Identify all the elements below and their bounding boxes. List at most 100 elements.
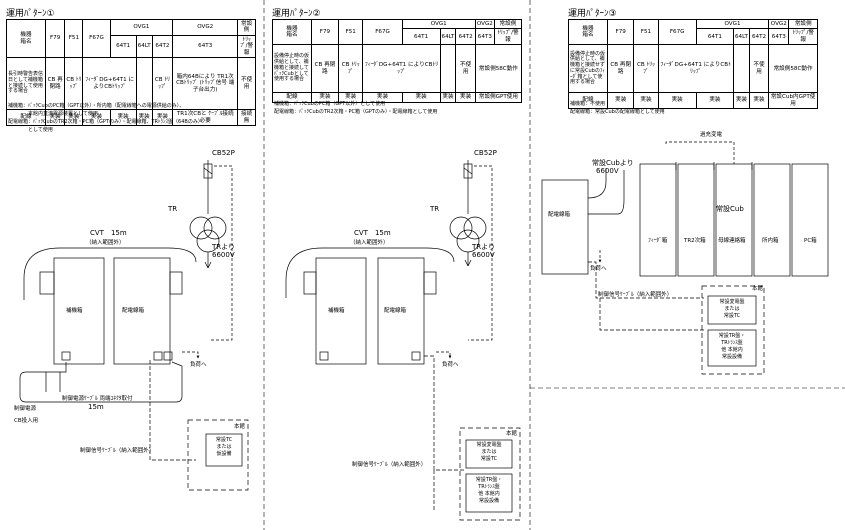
p1-h-f67g: F67G	[82, 18, 111, 59]
cub-panel-2	[677, 163, 715, 277]
dest-box-2b	[465, 473, 513, 513]
p1-f-label: 配線	[6, 109, 46, 126]
p1-c-f51: CB ﾄﾘｯﾌﾟ	[64, 57, 84, 111]
p1-cvt-sub: （納入範囲外）	[86, 240, 125, 246]
p3-h-jousetsu: 常設側	[788, 18, 818, 30]
p2-tr-label: TR	[430, 205, 440, 213]
p3-honkan: 本館	[752, 286, 764, 292]
p1-note-1: 本館内直流電源装置として使用	[8, 111, 98, 117]
p3-dest1-line0: 常設変電盤	[719, 299, 745, 305]
p2-box-right: 配電線箱	[384, 308, 407, 314]
p3-dest1: 常設変電盤 または 常設TC	[708, 299, 756, 320]
p1-tr-from: TRより	[212, 243, 235, 251]
p2-dest1-line0: 常設変電盤	[476, 442, 502, 448]
p3-f-64lt: 実装	[732, 92, 750, 110]
p3-dest2-line0: 常設TR盤・	[718, 333, 746, 339]
p1-ctrl-cable: 制御電源ｹｰﾌﾞﾙ 両端ｺﾈｸﾀ取付	[62, 396, 133, 402]
p3-panel-1: TR2次箱	[684, 238, 706, 244]
p3-f-rest: 常設Cub内GPT使用	[768, 92, 818, 110]
p2-c-f51: CB ﾄﾘｯﾌﾟ	[337, 44, 364, 94]
p2-dest1-line2: 常設TC	[480, 456, 498, 462]
cub-panel-5	[791, 163, 829, 277]
honkan-frame-2	[459, 427, 521, 521]
p3-note-0: 補機箱：不使用	[570, 101, 606, 107]
p3-panel-4: PC箱	[804, 238, 817, 244]
pattern2-table: 機器箱名 F79 F51 F67G OVG1 OVG2 常設側 64T1 64L…	[272, 18, 523, 103]
p1-dest1-line0: 常設TC	[215, 437, 233, 443]
p3-f-64t2: 実装	[748, 92, 770, 110]
p1-voltage: 6600V	[212, 251, 235, 259]
p2-signal-cable: 制御信号ｹｰﾌﾞﾙ（納入範囲外）	[352, 462, 427, 468]
dest-box-1	[205, 433, 243, 467]
p3-c-ovg1: ﾌｨｰﾀﾞDG+64T1 によりCBﾄﾘｯﾌﾟ	[657, 44, 734, 94]
pattern1-title-text: 運用ﾊﾟﾀｰﾝ①	[6, 9, 55, 20]
pattern3-table: 機器箱名 F79 F51 F67G OVG1 OVG2 常設側 64T1 64L…	[568, 18, 818, 110]
p1-h-jousetsu: 常設側	[237, 19, 256, 36]
p3-to-load: 負荷へ	[590, 266, 607, 272]
p2-dest2: 常設TR盤・ TRﾄﾗﾝｽ盤 他 本館内 常設設備	[466, 477, 512, 505]
p3-h-64t3: 64T3	[768, 28, 790, 46]
pattern1-table: 機器箱名 F79 F51 F67G OVG1 OVG2 常設側 64T1 64L…	[6, 18, 256, 126]
pattern2-diagram	[285, 160, 521, 521]
cub-panel-3	[715, 163, 753, 277]
cub-panel-1	[639, 163, 677, 277]
p1-dest1-line2: 仮設備	[216, 451, 232, 457]
p2-h-ovg2: OVG2	[474, 18, 495, 30]
dist-box	[113, 257, 171, 365]
p2-dest2-line2: 他 本館内	[478, 491, 500, 497]
p2-to-load: 負荷へ	[442, 362, 459, 368]
p1-honkan: 本館	[234, 424, 246, 430]
p1-h-f79: F79	[44, 18, 66, 59]
p2-f-64t2: 実装	[455, 92, 476, 103]
p2-c-64lt-empty	[439, 44, 457, 94]
p2-h-sep: ﾄﾘｯﾌﾟ/警報	[493, 28, 523, 46]
p3-c-rest: 常設側58C動作	[768, 44, 818, 94]
p3-h-ovg1: OVG1	[695, 18, 770, 30]
p1-f-64t1: 実装	[109, 109, 137, 126]
p1-corner: 機器箱名	[6, 18, 46, 59]
p3-panel-0: ﾌｨｰﾀﾞ箱	[648, 238, 668, 244]
p3-desc: 設備停止時の仮供給として、補機箱と接続せずに常設Cubのﾌｨｰﾀﾞ箱として使用す…	[568, 44, 608, 94]
p1-h-64t1: 64T1	[109, 34, 137, 59]
p2-cvt-sub: （納入範囲外）	[350, 240, 389, 246]
p3-jousetsu-cub: 常設Cub	[716, 205, 744, 213]
transformer-symbol	[189, 216, 213, 240]
p2-cb52p-label: CB52P	[474, 149, 497, 157]
p1-h-64t3: 64T3	[172, 34, 239, 59]
aux-box-2	[315, 257, 367, 365]
p1-f-64t3: TR1次CBと ｹｰﾌﾞﾙ接続必要	[172, 109, 239, 126]
dist-box-2	[377, 257, 425, 365]
p2-c-rest: 常設側58C動作	[474, 44, 523, 94]
p3-note-1: 配電線箱：常設Cubの配電線箱として使用	[570, 109, 665, 115]
p3-h-64lt: 64LT	[732, 28, 750, 46]
p2-dest1: 常設変電盤 または 常設TC	[466, 442, 512, 463]
p2-h-64t2: 64T2	[455, 28, 476, 46]
p2-h-ovg1: OVG1	[401, 18, 476, 30]
p3-h-64t1: 64T1	[695, 28, 734, 46]
p2-c-f79: CB 再閉路	[311, 44, 339, 94]
p2-tr-from: TRより	[472, 243, 495, 251]
p3-f-64t1: 実装	[695, 92, 734, 110]
p2-f-label: 配線	[272, 92, 312, 103]
p1-c-f79: CB 再閉路	[44, 57, 66, 111]
p1-ctrl-len: 15m	[88, 403, 104, 411]
p2-h-64lt: 64LT	[439, 28, 457, 46]
pattern3-title-text: 運用ﾊﾟﾀｰﾝ③	[568, 9, 617, 20]
p1-desc: 長引時警告表信日として補機箱と接続して使用する場合	[6, 57, 46, 111]
p2-h-jousetsu: 常設側	[493, 18, 523, 30]
p3-h-f51: F51	[633, 18, 659, 46]
p3-voltage: 6600V	[596, 167, 619, 175]
p3-panel-2: 母線連絡箱	[718, 238, 746, 244]
p3-h-64t2: 64T2	[748, 28, 770, 46]
p1-box-left: 補機箱	[66, 308, 83, 314]
p2-note-0: 補機箱：ﾊﾟｯｸCubのPC箱（GPT以外）として使用	[274, 101, 386, 107]
p2-dest2-line0: 常設TR盤・	[475, 477, 503, 483]
p3-h-f67g: F67G	[657, 18, 697, 46]
p1-c-ovg1: ﾌｨｰﾀﾞDG+64T1 によりCBﾄﾘｯﾌﾟ	[82, 57, 137, 111]
p3-c-64t2: 不使用	[748, 44, 770, 94]
p2-c-64t2: 不使用	[455, 44, 476, 94]
pattern1-diagram	[19, 160, 249, 491]
cb52p-symbol-2	[463, 163, 473, 179]
p1-c-jousetsu: 不使用	[237, 57, 256, 111]
